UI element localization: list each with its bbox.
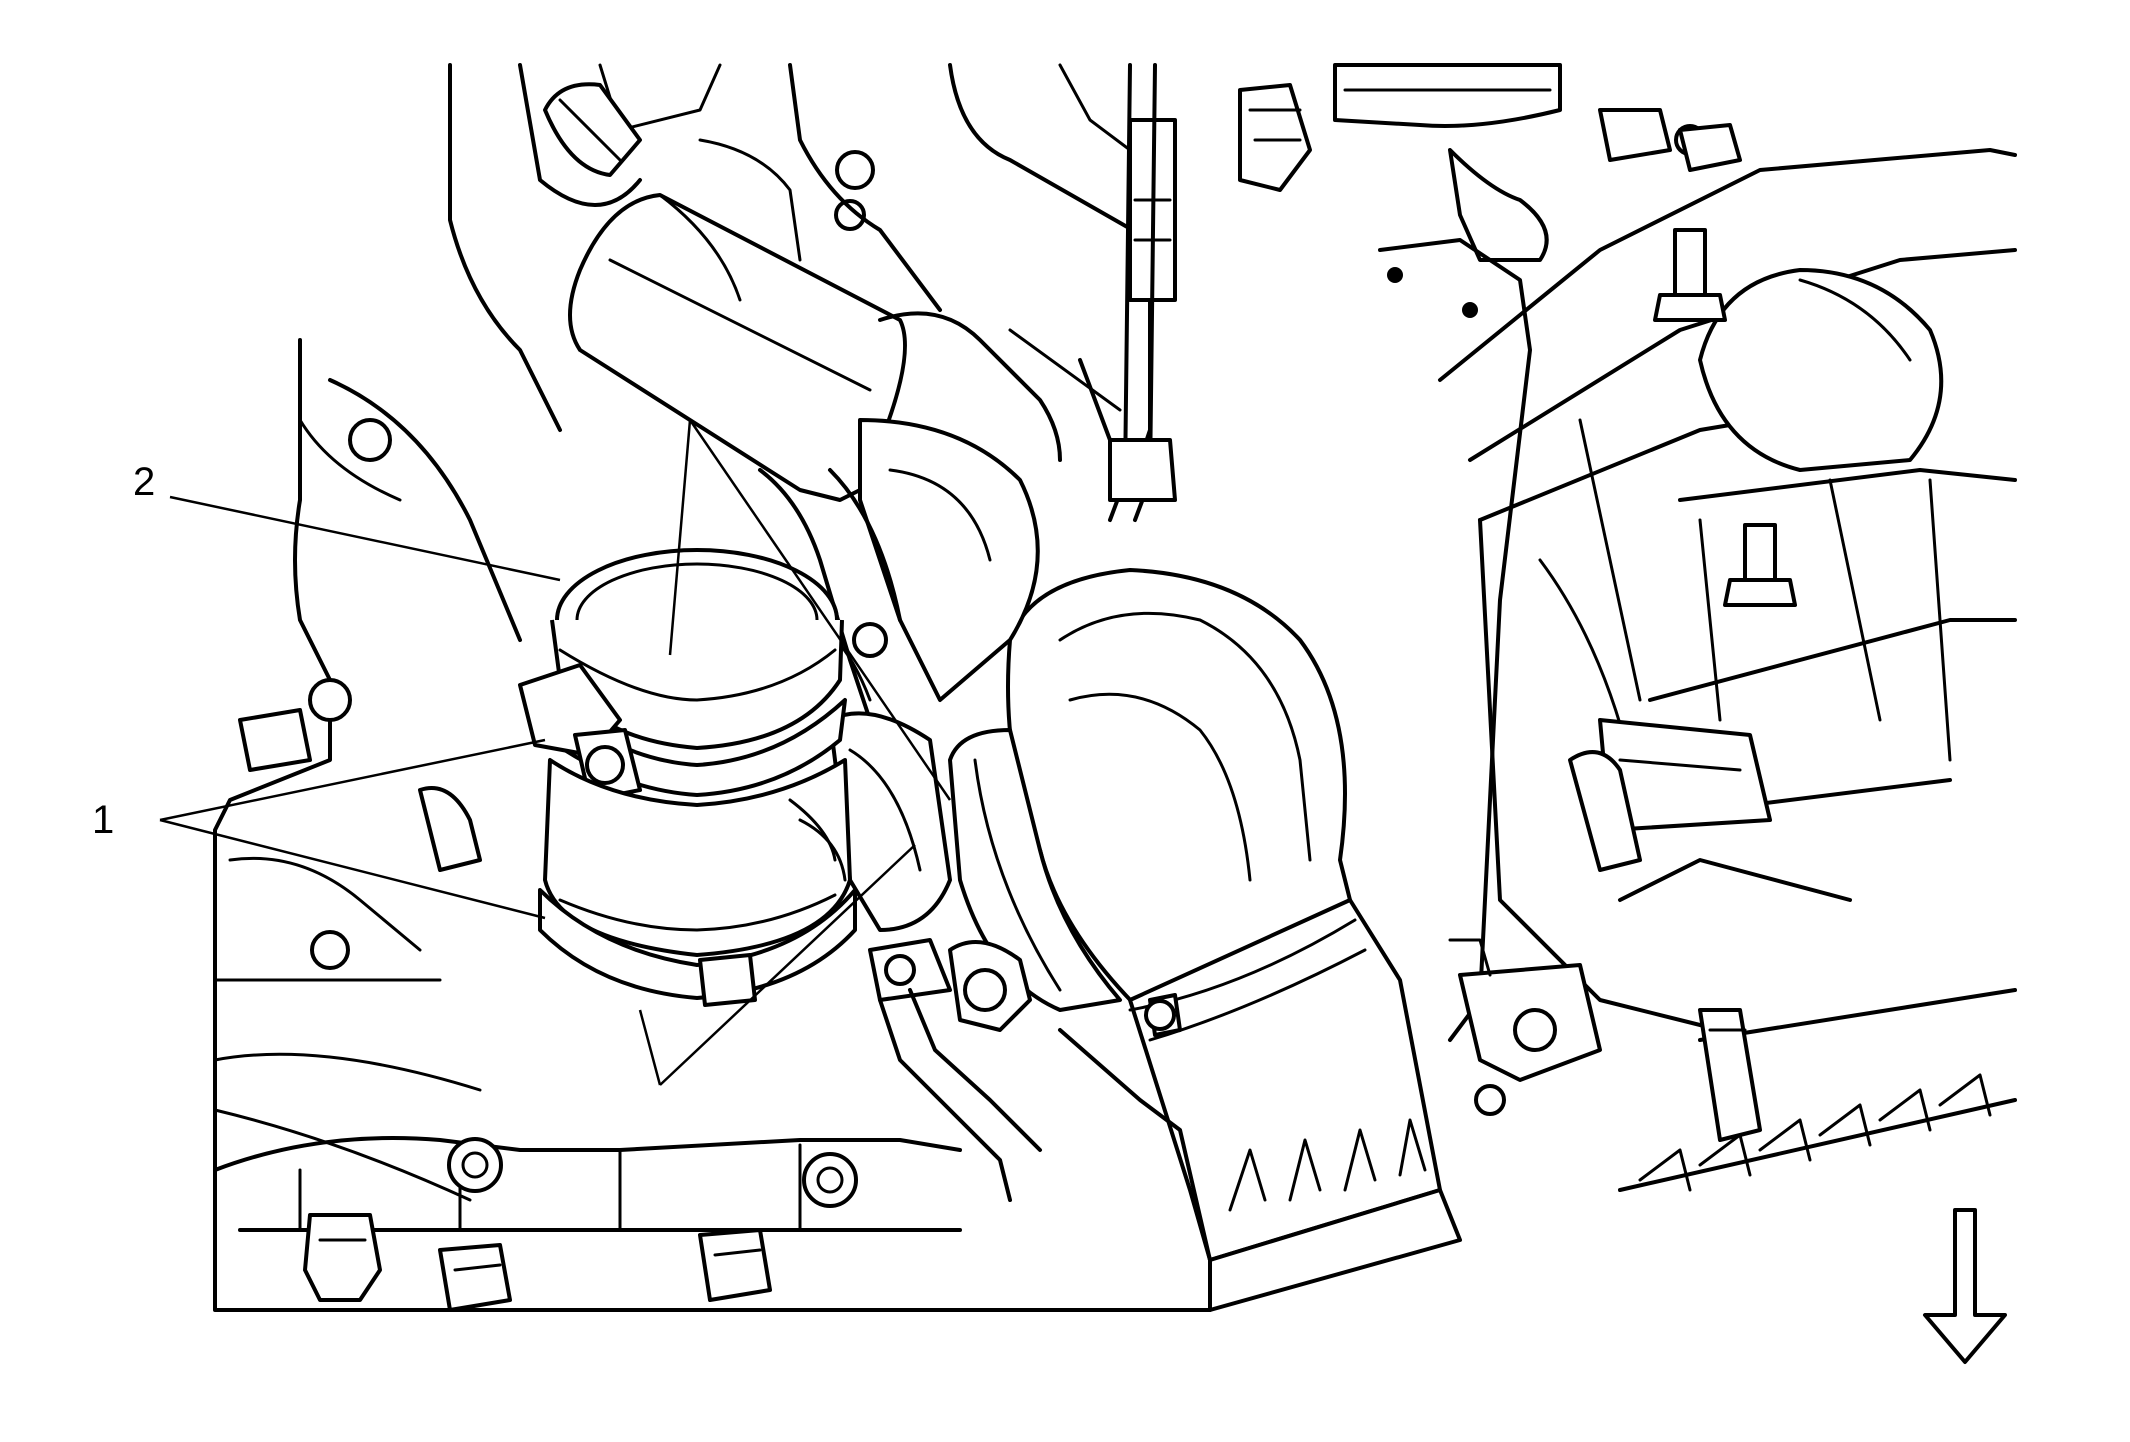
air-cleaner-outlet-duct [948, 568, 1602, 1312]
hose-arrow-lines [638, 419, 952, 1086]
intake-manifold [213, 418, 962, 1312]
upper-intake-duct [568, 63, 1177, 702]
down-arrow-icon [1923, 1208, 2007, 1364]
engine-background-structure [213, 63, 1742, 1312]
callout-1-label: 1 [92, 798, 114, 842]
fan-shroud-assembly [1378, 148, 2017, 1192]
callout-2-leader [169, 495, 561, 582]
callout-2-label: 2 [133, 460, 155, 504]
callout-1-leaders [159, 738, 546, 920]
throttle-body-area [758, 468, 1042, 1202]
intake-hose-component [518, 548, 857, 1007]
